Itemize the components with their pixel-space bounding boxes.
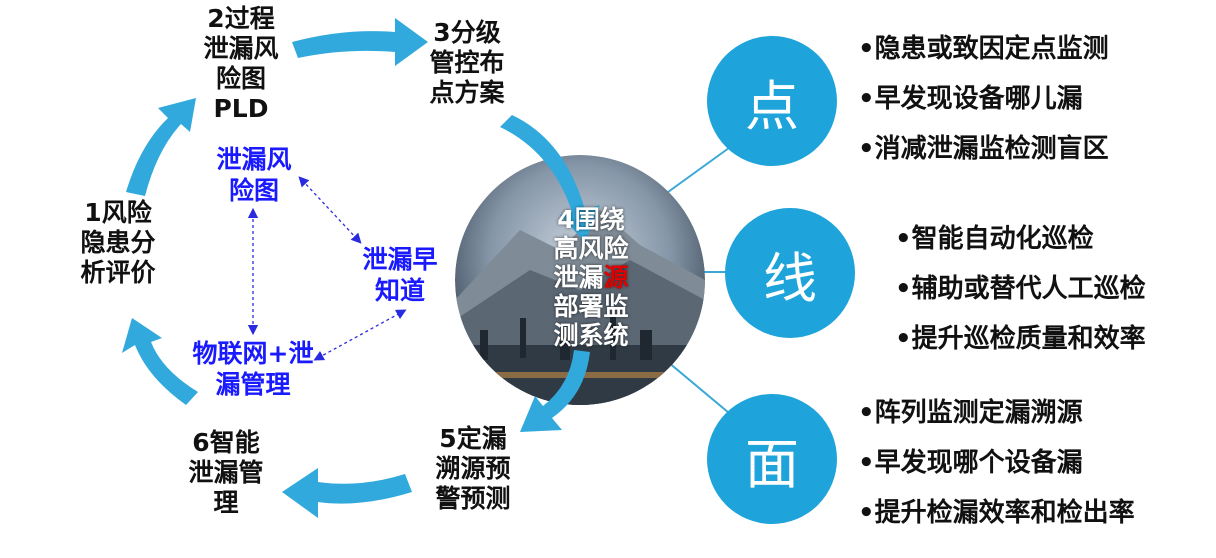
list-item: •早发现设备哪儿漏	[858, 84, 1083, 114]
stage-3-label: 3分级管控布点方案	[429, 18, 505, 107]
arrow-1-to-2	[126, 98, 196, 196]
bubble-point: 点	[707, 36, 837, 166]
inner-iot: 物联网+泄漏管理	[192, 339, 314, 399]
list-item: •早发现哪个设备漏	[858, 448, 1083, 478]
point-bullets: •隐患或致因定点监测 •早发现设备哪儿漏 •消减泄漏监检测盲区	[858, 24, 1109, 174]
bubble-surface: 面	[707, 394, 837, 524]
cycle-arrows	[122, 18, 600, 518]
list-item: •提升检漏效率和检出率	[858, 498, 1135, 528]
list-item: •阵列监测定漏溯源	[858, 398, 1083, 428]
list-item: •隐患或致因定点监测	[858, 34, 1109, 64]
arrow-2-to-3	[292, 18, 428, 66]
surface-bullets: •阵列监测定漏溯源 •早发现哪个设备漏 •提升检漏效率和检出率	[858, 388, 1135, 538]
list-item: •辅助或替代人工巡检	[895, 274, 1146, 304]
stage-1-label: 1风险隐患分析评价	[80, 198, 156, 287]
stage-4-label: 4围绕高风险泄漏源部署监测系统	[553, 205, 629, 350]
list-item: •消减泄漏监检测盲区	[858, 134, 1109, 164]
list-item: •智能自动化巡检	[895, 224, 1094, 254]
inner-triangle	[247, 176, 407, 361]
stage-5-label: 5定漏溯源预警预测	[435, 424, 511, 513]
highlight-char: 源	[603, 263, 629, 292]
arrow-5-to-6	[282, 468, 412, 518]
list-item: •提升巡检质量和效率	[895, 324, 1146, 354]
line-bullets: •智能自动化巡检 •辅助或替代人工巡检 •提升巡检质量和效率	[895, 214, 1146, 364]
arrow-3-to-4	[500, 115, 600, 242]
arrow-6-to-1	[122, 318, 198, 405]
stage-2-label: 2过程泄漏风险图PLD	[203, 4, 279, 123]
center-photo	[455, 155, 705, 405]
bubble-line: 线	[725, 208, 855, 338]
inner-early-know: 泄漏早知道	[362, 245, 438, 305]
inner-risk-map: 泄漏风险图	[216, 145, 292, 205]
arrow-4-to-5	[520, 350, 590, 432]
stage-6-label: 6智能泄漏管理	[188, 428, 264, 517]
